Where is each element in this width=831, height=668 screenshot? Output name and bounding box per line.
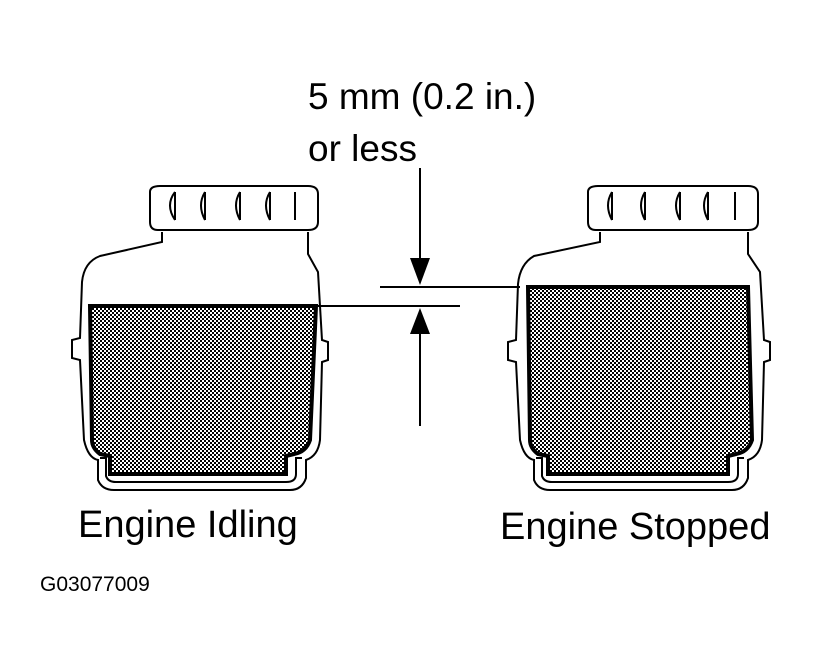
- label-engine-idling: Engine Idling: [78, 504, 298, 546]
- dimension-label-line1: 5 mm (0.2 in.): [308, 76, 537, 117]
- arrow-down-icon: [410, 258, 430, 285]
- reservoir-right: [507, 185, 771, 491]
- figure-id: G03077009: [40, 573, 150, 596]
- label-engine-stopped: Engine Stopped: [500, 506, 771, 548]
- fluid-right: [525, 285, 755, 476]
- dimension-label-line2: or less: [308, 128, 417, 169]
- level-difference-dimension: [318, 168, 520, 426]
- cap-right: [587, 185, 759, 231]
- arrow-up-icon: [410, 308, 430, 334]
- reservoir-left: [71, 185, 329, 491]
- fluid-left: [87, 304, 319, 476]
- cap-left: [149, 185, 319, 231]
- bottle-left: [71, 232, 329, 491]
- bottle-right: [507, 232, 771, 491]
